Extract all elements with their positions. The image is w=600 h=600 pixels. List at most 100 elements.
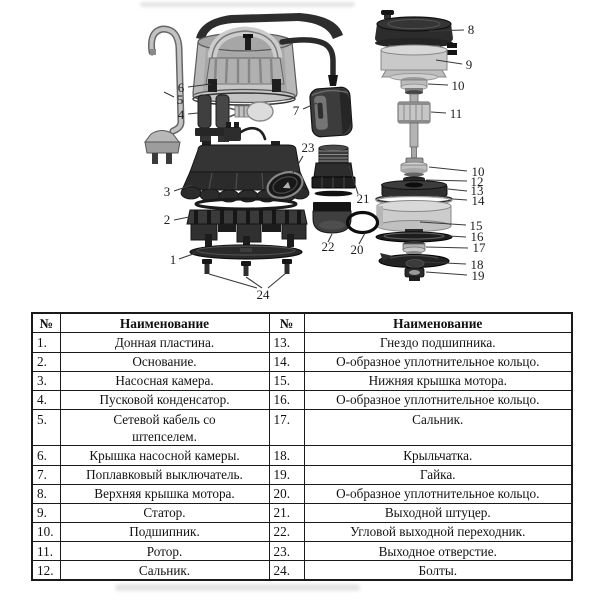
part-number-cell: 4. bbox=[31, 389, 61, 411]
part-name-cell: Нижняя крышка мотора. bbox=[303, 370, 573, 391]
col-header-num: № bbox=[268, 312, 305, 334]
part-number-cell: 17. bbox=[268, 409, 305, 447]
table-row: 10. Подшипник. 22. Угловой выходной пере… bbox=[31, 521, 573, 543]
part-number-cell: 20. bbox=[268, 483, 305, 504]
callout-6: 6 bbox=[178, 80, 185, 95]
angled-adapter-part bbox=[312, 202, 352, 234]
part-number-cell: 12. bbox=[31, 560, 61, 581]
callout-19: 19 bbox=[472, 268, 485, 283]
callout-12: 12 bbox=[471, 174, 484, 189]
scan-artifact bbox=[140, 2, 355, 7]
seal-17-part bbox=[402, 241, 426, 255]
callout-3: 3 bbox=[164, 184, 171, 199]
cover-screw-part bbox=[381, 10, 394, 19]
part-name-cell: Крыльчатка. bbox=[303, 445, 573, 466]
table-row: 5. Сетевой кабель со штепселем. 17. Саль… bbox=[31, 409, 573, 447]
part-number-cell: 1. bbox=[31, 332, 61, 353]
table-row: 1. Донная пластина. 13. Гнездо подшипник… bbox=[31, 332, 573, 353]
part-number-cell: 3. bbox=[31, 370, 61, 391]
callout-21: 21 bbox=[357, 191, 370, 206]
part-name-cell: Подшипник. bbox=[59, 521, 270, 543]
table-row: 4. Пусковой конденсатор. 16. О-образное … bbox=[31, 389, 573, 411]
lower-motor-cover-part bbox=[376, 200, 452, 235]
chamber-gasket-part bbox=[194, 197, 298, 211]
part-number-cell: 16. bbox=[268, 389, 305, 411]
impeller-part bbox=[378, 253, 450, 268]
part-number-cell: 7. bbox=[31, 464, 61, 485]
float-switch-part bbox=[309, 86, 353, 138]
part-number-cell: 9. bbox=[31, 502, 61, 523]
part-number-cell: 10. bbox=[31, 521, 61, 543]
bearing-upper-part bbox=[400, 77, 428, 95]
part-number-cell: 5. bbox=[31, 409, 61, 447]
callout-4: 4 bbox=[178, 107, 185, 122]
table-row: 2. Основание. 14. О-образное уплотнитель… bbox=[31, 351, 573, 372]
callout-labels: 1 2 3 4 5 6 7 8 9 10 11 10 12 13 14 15 1… bbox=[164, 22, 486, 302]
float-cable-part bbox=[279, 37, 338, 86]
callout-7: 7 bbox=[293, 103, 300, 118]
table-row: 11. Ротор. 23. Выходное отверстие. bbox=[31, 541, 573, 562]
rotor-part bbox=[397, 93, 431, 159]
o-ring-20-part bbox=[345, 210, 380, 235]
callout-11: 11 bbox=[450, 106, 463, 121]
part-name-cell: Болты. bbox=[303, 560, 573, 581]
pump-exploded-diagram: 1 2 3 4 5 6 7 8 9 10 11 10 12 13 14 15 1… bbox=[144, 10, 486, 302]
callout-leader-lines bbox=[163, 29, 469, 289]
outlet-opening-part bbox=[266, 171, 304, 199]
part-name-cell: Верхняя крышка мотора. bbox=[59, 483, 270, 504]
scan-artifact bbox=[115, 584, 360, 591]
part-number-cell: 6. bbox=[31, 445, 61, 466]
part-name-cell: Сальник. bbox=[59, 560, 270, 581]
col-header-num: № bbox=[31, 312, 61, 334]
part-number-cell: 14. bbox=[268, 351, 305, 372]
part-name-cell: Выходное отверстие. bbox=[303, 541, 573, 562]
callout-10b: 10 bbox=[472, 164, 485, 179]
part-name-cell: Донная пластина. bbox=[59, 332, 270, 353]
part-number-cell: 21. bbox=[268, 502, 305, 523]
table-row: 6. Крышка насосной камеры. 18. Крыльчатк… bbox=[31, 445, 573, 466]
callout-1: 1 bbox=[170, 252, 177, 267]
part-number-cell: 2. bbox=[31, 351, 61, 372]
pump-chamber-part bbox=[180, 141, 310, 203]
callout-13: 13 bbox=[471, 183, 484, 198]
col-header-name: Наименование bbox=[303, 312, 573, 334]
bearing-lower-part bbox=[400, 157, 428, 177]
bearing-seat-part bbox=[381, 180, 448, 197]
part-number-cell: 11. bbox=[31, 541, 61, 562]
callout-20: 20 bbox=[351, 242, 364, 257]
part-name-cell: Ротор. bbox=[59, 541, 270, 562]
table-row: 9. Статор. 21. Выходной штуцер. bbox=[31, 502, 573, 523]
part-name-cell: Основание. bbox=[59, 351, 270, 372]
thermal-bulb-part bbox=[228, 101, 274, 122]
power-cable-plug-part bbox=[144, 25, 185, 164]
callout-10a: 10 bbox=[452, 78, 465, 93]
part-name-cell: Гнездо подшипника. bbox=[303, 332, 573, 353]
parts-table: № Наименование № Наименование 1. Донная … bbox=[31, 312, 573, 582]
callout-9: 9 bbox=[466, 57, 473, 72]
part-name-cell: Угловой выходной переходник. bbox=[303, 521, 573, 543]
part-number-cell: 15. bbox=[268, 370, 305, 391]
callout-22: 22 bbox=[322, 239, 335, 254]
part-name-cell: Поплавковый выключатель. bbox=[59, 464, 270, 485]
stator-part bbox=[380, 44, 448, 81]
part-number-cell: 24. bbox=[268, 560, 305, 581]
table-header-row: № Наименование № Наименование bbox=[31, 312, 573, 334]
callout-14: 14 bbox=[472, 193, 486, 208]
part-name-cell: Выходной штуцер. bbox=[303, 502, 573, 523]
table-row: 7. Поплавковый выключатель. 19. Гайка. bbox=[31, 464, 573, 485]
part-name-cell: Сальник. bbox=[303, 409, 573, 447]
table-row: 3. Насосная камера. 15. Нижняя крышка мо… bbox=[31, 370, 573, 391]
part-number-cell: 22. bbox=[268, 521, 305, 543]
part-name-cell: Пусковой конденсатор. bbox=[59, 389, 270, 411]
part-name-cell: Сетевой кабель со штепселем. bbox=[59, 409, 270, 447]
part-number-cell: 18. bbox=[268, 445, 305, 466]
part-name-cell: О-образное уплотнительное кольцо. bbox=[303, 483, 573, 504]
col-header-name: Наименование bbox=[59, 312, 270, 334]
callout-8: 8 bbox=[468, 22, 475, 37]
callout-2: 2 bbox=[164, 212, 171, 227]
callout-15: 15 bbox=[470, 218, 483, 233]
table-row: 12. Сальник. 24. Болты. bbox=[31, 560, 573, 581]
part-name-cell: Насосная камера. bbox=[59, 370, 270, 391]
part-number-cell: 23. bbox=[268, 541, 305, 562]
nut-part bbox=[404, 267, 425, 281]
